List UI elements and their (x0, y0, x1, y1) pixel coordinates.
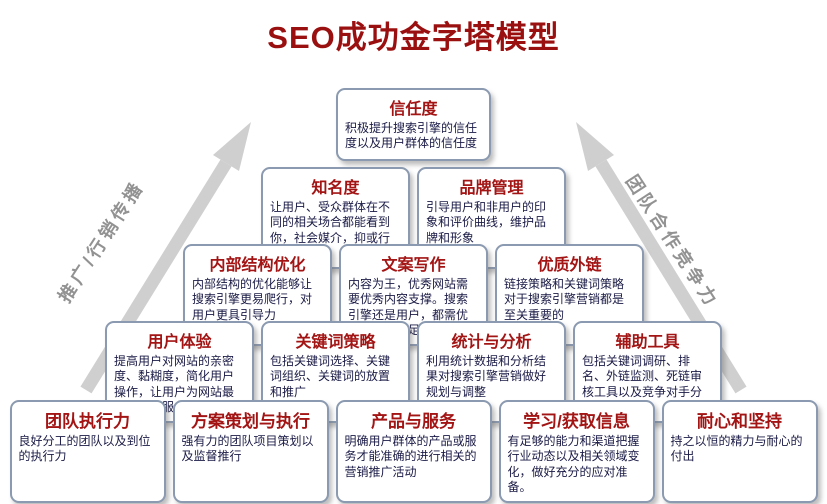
box-body: 引导用户和非用户的印象和评价曲线，维护品牌和形象 (426, 200, 547, 245)
box-title: 方案策划与执行 (191, 412, 310, 431)
box-title: 产品与服务 (371, 412, 456, 431)
box-title: 耐心和坚持 (697, 412, 782, 431)
box-title: 关键词策略 (295, 334, 376, 351)
box-products-services: 产品与服务 明确用户群体的产品或服务才能准确的进行相关的营销推广活动 (335, 400, 492, 504)
pyramid-row-1: 信任度 积极提升搜索引擎的信任度以及用户群体的信任度 (0, 88, 827, 161)
box-title: 内部结构优化 (209, 257, 306, 274)
box-title: 用户体验 (147, 334, 212, 351)
box-body: 利用统计数据和分析结果对搜索引擎营销做好规划与调整 (426, 354, 547, 399)
box-body: 链接策略和关键词策略对于搜索引擎营销都是至关重要的 (504, 277, 625, 322)
box-planning-execution: 方案策划与执行 强有力的团队项目策划以及监督推行 (172, 400, 329, 504)
box-body: 强有力的团队项目策划以及监督推行 (181, 434, 314, 464)
page-title: SEO成功金字塔模型 (267, 20, 560, 55)
box-title: 信任度 (389, 101, 438, 118)
box-body: 持之以恒的精力与耐心的付出 (670, 434, 803, 464)
box-title: 品牌管理 (459, 180, 524, 197)
box-title: 学习/获取信息 (523, 412, 630, 431)
box-title: 统计与分析 (451, 334, 532, 351)
box-body: 明确用户群体的产品或服务才能准确的进行相关的营销推广活动 (344, 434, 477, 479)
box-body: 内部结构的优化能够让搜索引擎更易爬行，对用户更具引导力 (192, 277, 313, 322)
pyramid-row-3: 内部结构优化 内部结构的优化能够让搜索引擎更易爬行，对用户更具引导力 文案写作 … (0, 244, 827, 347)
box-trust: 信任度 积极提升搜索引擎的信任度以及用户群体的信任度 (336, 88, 491, 161)
box-patience-persistence: 耐心和坚持 持之以恒的精力与耐心的付出 (661, 400, 818, 504)
box-team-execution: 团队执行力 良好分工的团队以及到位的执行力 (9, 400, 166, 504)
box-body: 积极提升搜索引擎的信任度以及用户群体的信任度 (345, 121, 478, 151)
box-title: 优质外链 (537, 257, 602, 274)
box-title: 团队执行力 (45, 412, 130, 431)
box-body: 有足够的能力和渠道把握行业动态以及相关领域变化，做好充分的应对准备。 (507, 434, 640, 495)
box-title: 知名度 (311, 180, 360, 197)
box-body: 良好分工的团队以及到位的执行力 (18, 434, 151, 464)
box-title: 辅助工具 (615, 334, 680, 351)
box-body: 包括关键词选择、关键词组织、关键词的放置和推广 (270, 354, 391, 399)
box-learning-information: 学习/获取信息 有足够的能力和渠道把握行业动态以及相关领域变化，做好充分的应对准… (498, 400, 655, 504)
pyramid-row-5: 团队执行力 良好分工的团队以及到位的执行力 方案策划与执行 强有力的团队项目策划… (0, 400, 827, 504)
box-title: 文案写作 (381, 257, 446, 274)
